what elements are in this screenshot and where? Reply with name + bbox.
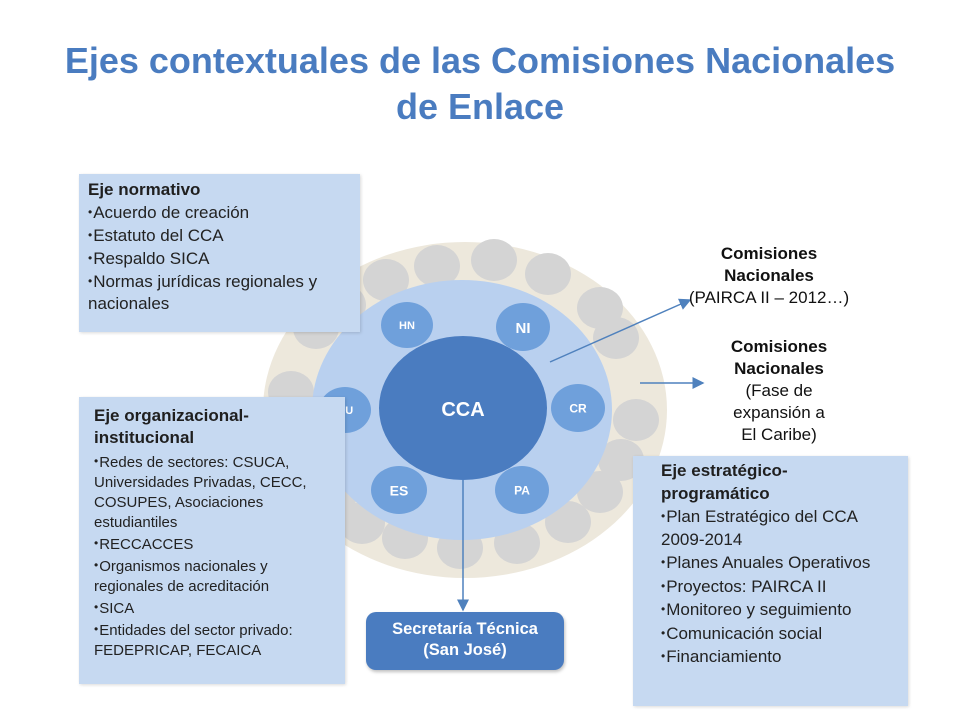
list-item: Monitoreo y seguimiento (661, 598, 902, 622)
country-label-ni: NI (516, 320, 531, 337)
eje-estrategico-box: Eje estratégico- programático Plan Estra… (633, 456, 908, 706)
heading-line-2: programático (661, 483, 770, 503)
country-node-hn (381, 302, 433, 348)
ring-circle (613, 399, 659, 441)
ring-circle (525, 253, 571, 295)
eje-normativo-box: Eje normativo Acuerdo de creación Estatu… (79, 174, 360, 332)
page-title: Ejes contextuales de las Comisiones Naci… (0, 38, 960, 130)
country-node-cr (551, 384, 605, 432)
comisiones-nacionales-pairca: Comisiones Nacionales (PAIRCA II – 2012…… (664, 243, 874, 309)
list-item: Organismos nacionales y regionales de ac… (94, 555, 339, 597)
country-label-cr: CR (569, 402, 587, 416)
label-line: Nacionales (724, 266, 814, 285)
secretaria-line-2: (San José) (423, 641, 507, 659)
list-item: Financiamiento (661, 645, 902, 669)
eje-estrategico-heading: Eje estratégico- programático (661, 460, 902, 505)
eje-organizacional-box: Eje organizacional- institucional Redes … (79, 397, 345, 684)
label-line: (PAIRCA II – 2012…) (688, 288, 850, 307)
title-line-2: de Enlace (395, 86, 565, 127)
heading-line-1: Eje organizacional- (94, 406, 249, 425)
country-node-pa (495, 466, 549, 514)
center-node (379, 336, 547, 480)
country-label-hn: HN (399, 320, 415, 332)
label-line: Comisiones (720, 244, 818, 263)
list-item: Plan Estratégico del CCA 2009-2014 (661, 505, 902, 551)
secretaria-tecnica-box: Secretaría Técnica (San José) (366, 612, 564, 670)
country-label-pa: PA (514, 484, 530, 498)
eje-estrategico-list: Plan Estratégico del CCA 2009-2014 Plane… (661, 505, 902, 669)
list-item: RECCACCES (94, 533, 339, 555)
eje-normativo-heading: Eje normativo (88, 180, 201, 199)
ring-circle (598, 439, 644, 481)
ring-circle (577, 471, 623, 513)
eje-normativo-list: Acuerdo de creación Estatuto del CCA Res… (88, 201, 354, 315)
label-line: Comisiones (730, 337, 828, 356)
list-item: Entidades del sector privado: FEDEPRICAP… (94, 619, 339, 661)
list-item: SICA (94, 597, 339, 619)
ring-circle (414, 245, 460, 287)
ring-circle (471, 239, 517, 281)
label-line: Nacionales (734, 359, 824, 378)
eje-organizacional-list: Redes de sectores: CSUCA, Universidades … (94, 451, 339, 661)
arrow-to-comisiones-1 (549, 298, 692, 363)
list-item: Normas jurídicas regionales y nacionales (88, 270, 354, 315)
label-line: expansión a (733, 403, 825, 422)
heading-line-2: institucional (94, 428, 195, 447)
list-item: Proyectos: PAIRCA II (661, 575, 902, 599)
title-line-1: Ejes contextuales de las Comisiones Naci… (64, 40, 896, 81)
list-item: Planes Anuales Operativos (661, 551, 902, 575)
country-node-ni (496, 303, 550, 351)
list-item: Comunicación social (661, 622, 902, 646)
label-line: (Fase de (745, 381, 813, 400)
comisiones-nacionales-caribe: Comisiones Nacionales (Fase de expansión… (673, 336, 885, 446)
list-item: Estatuto del CCA (88, 224, 354, 247)
country-node-es (371, 466, 427, 514)
center-label: CCA (441, 399, 484, 421)
eje-organizacional-heading: Eje organizacional- institucional (94, 405, 339, 449)
ring-circle (545, 501, 591, 543)
list-item: Redes de sectores: CSUCA, Universidades … (94, 451, 339, 533)
label-line: El Caribe) (741, 425, 817, 444)
secretaria-line-1: Secretaría Técnica (392, 620, 538, 638)
ring-circle (593, 317, 639, 359)
list-item: Acuerdo de creación (88, 201, 354, 224)
heading-line-1: Eje estratégico- (661, 461, 788, 480)
country-label-es: ES (390, 482, 409, 498)
ring-circle (363, 259, 409, 301)
list-item: Respaldo SICA (88, 247, 354, 270)
